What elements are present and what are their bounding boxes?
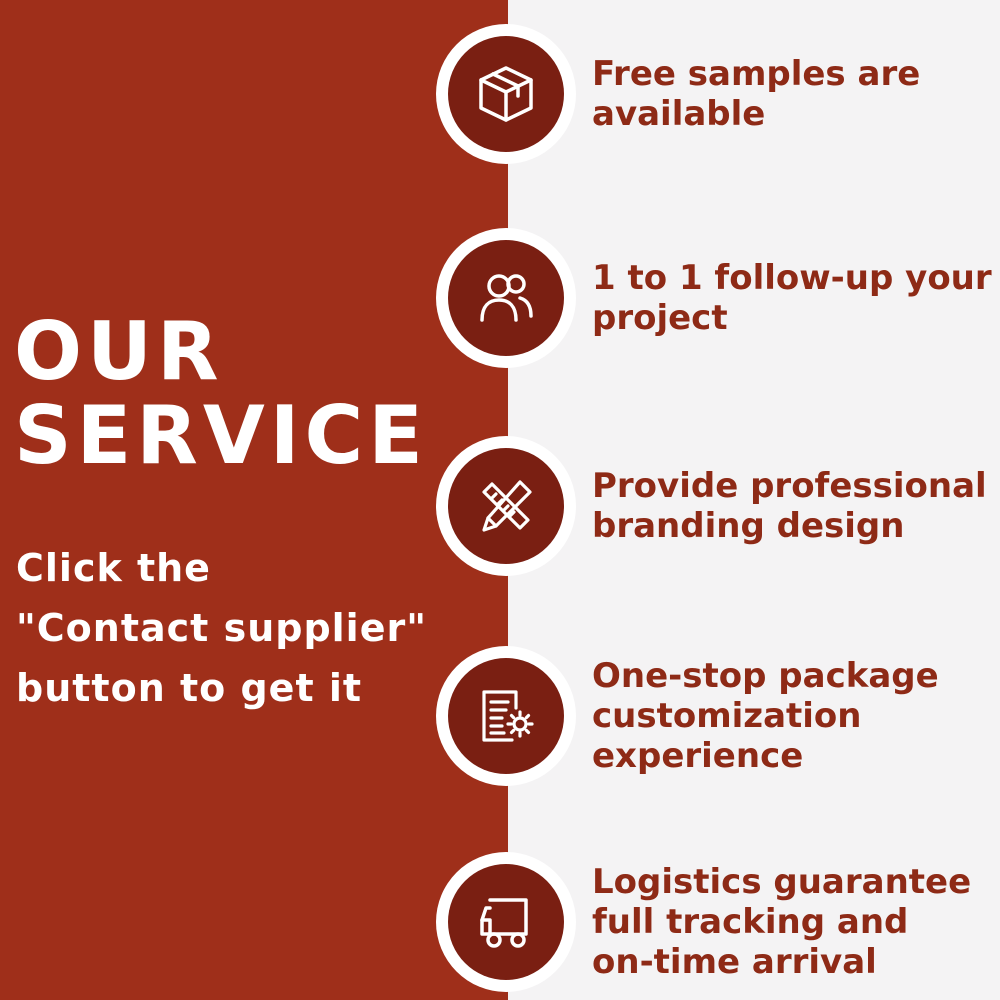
service-text-line: Logistics guarantee [592, 862, 972, 902]
service-item-package-customization: One-stop package customization experienc… [436, 646, 1000, 786]
service-text-line: Free samples are [592, 54, 921, 94]
service-text: Logistics guarantee full tracking and on… [592, 852, 1000, 992]
page-title-line: SERVICE [14, 389, 428, 482]
icon-ring [436, 436, 576, 576]
icon-ring [436, 852, 576, 992]
service-text: 1 to 1 follow-up your project [592, 228, 1000, 368]
document-gear-icon [448, 658, 564, 774]
service-text-line: branding design [592, 506, 905, 546]
left-panel: OUR SERVICE Click the "Contact supplier"… [0, 0, 508, 1000]
pencil-ruler-icon [448, 448, 564, 564]
delivery-truck-icon [448, 864, 564, 980]
service-text: Free samples are available [592, 24, 1000, 164]
icon-ring [436, 228, 576, 368]
contact-instruction-line: button to get it [16, 666, 363, 710]
service-text: One-stop package customization experienc… [592, 646, 1000, 786]
icon-ring [436, 24, 576, 164]
service-text-line: full tracking and [592, 902, 909, 942]
contact-instruction-line: Click the [16, 546, 211, 590]
package-box-icon [448, 36, 564, 152]
service-text: Provide professional branding design [592, 436, 1000, 576]
service-text-line: One-stop package [592, 656, 939, 696]
service-text-line: experience [592, 736, 804, 776]
icon-ring [436, 646, 576, 786]
page-title-line: OUR [14, 305, 224, 398]
service-text-line: Provide professional [592, 466, 987, 506]
service-text-line: available [592, 94, 766, 134]
service-text-line: project [592, 298, 728, 338]
service-item-follow-up: 1 to 1 follow-up your project [436, 228, 1000, 368]
service-text-line: 1 to 1 follow-up your [592, 258, 992, 298]
service-item-free-samples: Free samples are available [436, 24, 1000, 164]
service-item-logistics: Logistics guarantee full tracking and on… [436, 852, 1000, 992]
contact-instruction: Click the "Contact supplier" button to g… [16, 538, 427, 718]
users-icon [448, 240, 564, 356]
service-item-branding-design: Provide professional branding design [436, 436, 1000, 576]
service-text-line: on-time arrival [592, 942, 877, 982]
contact-instruction-line: "Contact supplier" [16, 606, 428, 650]
service-text-line: customization [592, 696, 862, 736]
page-title: OUR SERVICE [14, 310, 428, 478]
